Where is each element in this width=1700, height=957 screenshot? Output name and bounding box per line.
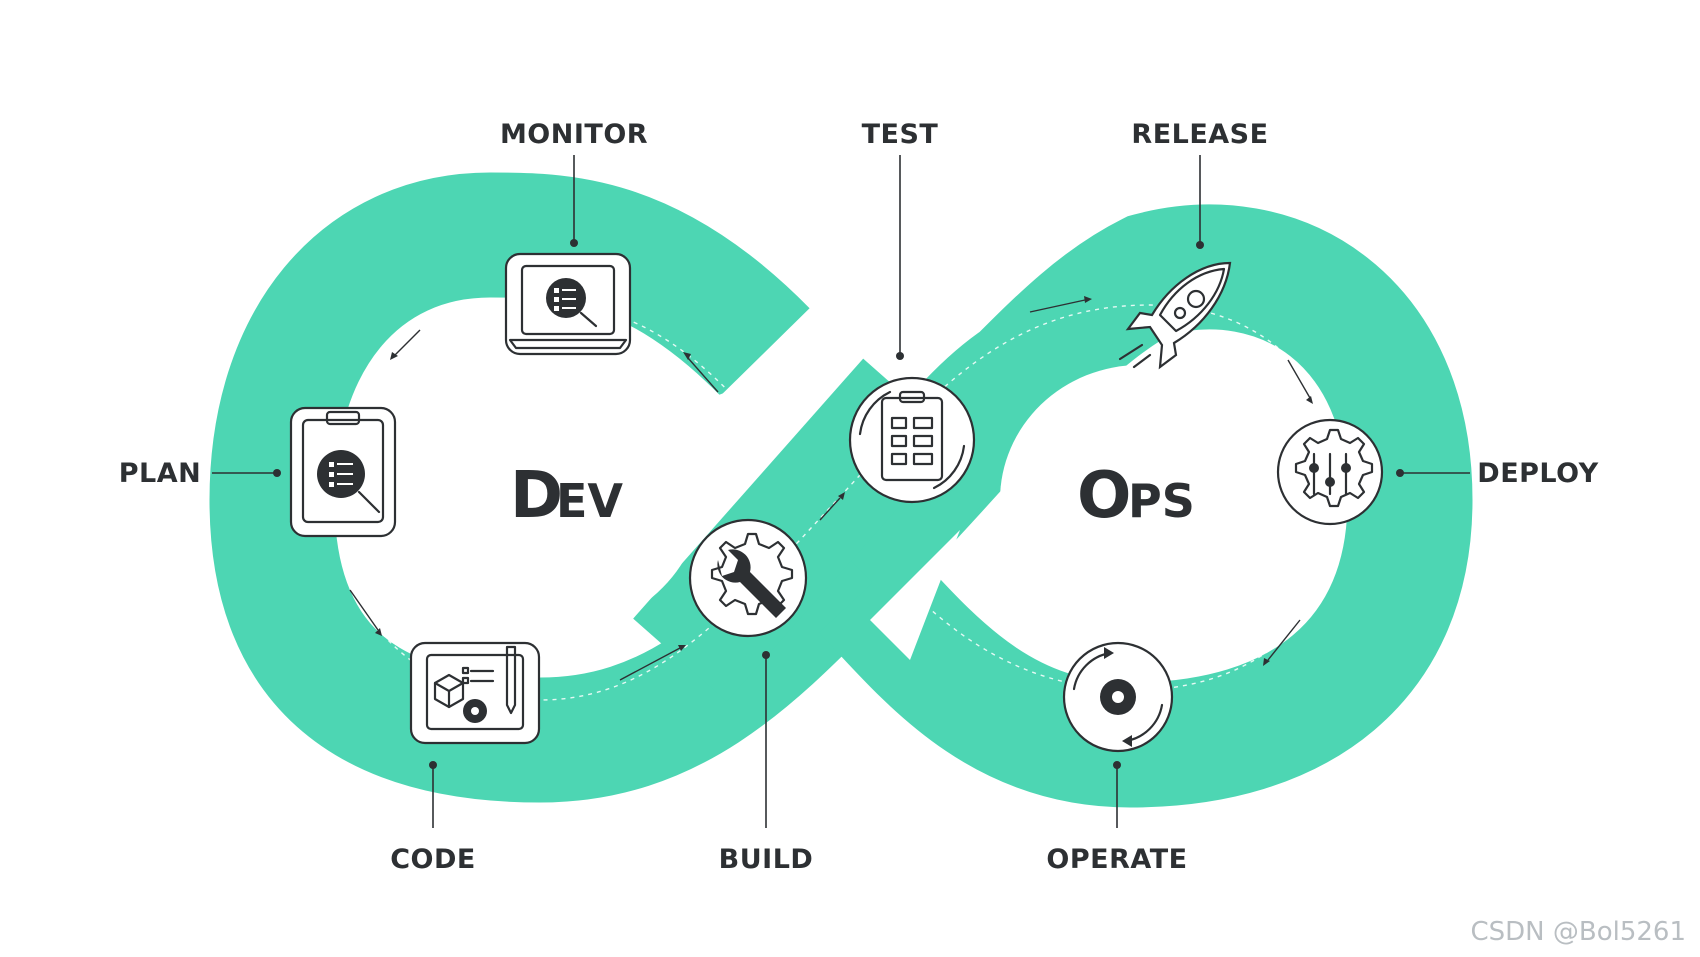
code-label: CODE xyxy=(390,844,476,875)
rocket-icon xyxy=(1118,261,1232,370)
watermark: CSDN @Bol5261 xyxy=(1470,917,1686,947)
dev-rest: EV xyxy=(556,474,623,528)
center-ops: O PS xyxy=(1077,459,1195,533)
stage-plan: PLAN xyxy=(119,458,281,489)
stage-build: BUILD xyxy=(719,651,814,875)
release-label: RELEASE xyxy=(1131,119,1268,150)
stage-deploy: DEPLOY xyxy=(1396,458,1598,489)
gear-sliders-icon xyxy=(1276,418,1384,526)
flow-path xyxy=(335,296,1346,701)
monitor-label: MONITOR xyxy=(500,119,648,150)
laptop-search-icon xyxy=(504,252,632,356)
stage-monitor: MONITOR xyxy=(500,119,648,247)
ops-first-letter: O xyxy=(1077,459,1131,533)
stage-code: CODE xyxy=(390,761,476,875)
operate-label: OPERATE xyxy=(1046,844,1187,875)
test-label: TEST xyxy=(862,119,939,150)
gear-cycle-icon xyxy=(1062,641,1174,753)
deploy-label: DEPLOY xyxy=(1477,458,1598,489)
clipboard-search-icon xyxy=(289,406,397,538)
blueprint-pencil-icon xyxy=(409,641,541,745)
clipboard-cycle-icon xyxy=(848,376,976,504)
gear-wrench-icon xyxy=(688,518,808,638)
plan-label: PLAN xyxy=(119,458,202,489)
stage-test: TEST xyxy=(862,119,939,360)
stage-release: RELEASE xyxy=(1131,119,1268,249)
dev-first-letter: D xyxy=(510,459,563,533)
ops-rest: PS xyxy=(1128,474,1195,528)
center-dev: D EV xyxy=(510,459,623,533)
stage-operate: OPERATE xyxy=(1046,761,1187,875)
build-label: BUILD xyxy=(719,844,814,875)
